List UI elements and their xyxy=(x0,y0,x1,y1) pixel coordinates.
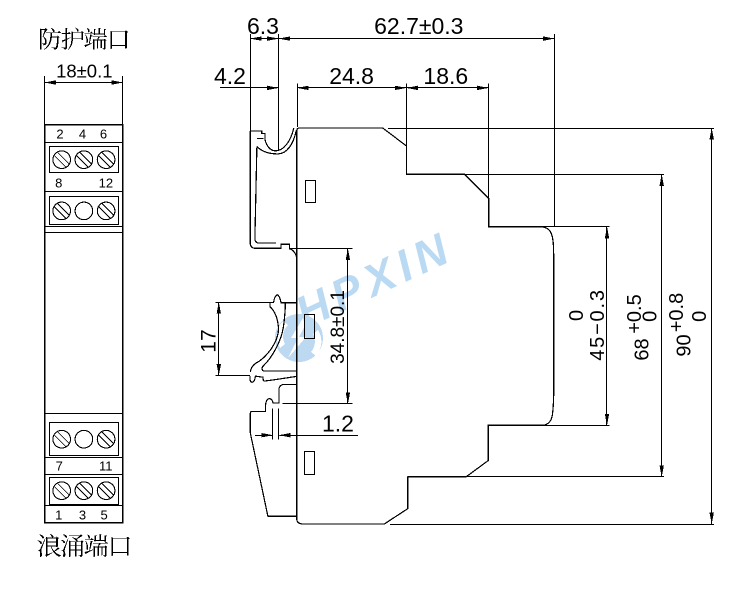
svg-text:18±0.1: 18±0.1 xyxy=(56,61,112,82)
svg-text:0: 0 xyxy=(689,311,711,322)
svg-text:5: 5 xyxy=(100,507,107,522)
svg-text:0: 0 xyxy=(566,310,588,321)
svg-text:1.2: 1.2 xyxy=(322,411,354,437)
svg-text:4.2: 4.2 xyxy=(214,63,246,89)
svg-text:6.3: 6.3 xyxy=(247,13,279,39)
svg-text:4: 4 xyxy=(79,127,86,142)
svg-text:2: 2 xyxy=(56,127,63,142)
svg-text:+0.8: +0.8 xyxy=(666,293,688,332)
svg-text:8: 8 xyxy=(55,175,62,190)
svg-text:3: 3 xyxy=(79,507,86,522)
svg-text:1: 1 xyxy=(55,507,62,522)
svg-text:34.8±0.1: 34.8±0.1 xyxy=(328,290,349,364)
svg-text:24.8: 24.8 xyxy=(329,63,374,89)
svg-text:0: 0 xyxy=(640,311,662,322)
svg-text:11: 11 xyxy=(99,459,113,474)
svg-text:18.6: 18.6 xyxy=(423,63,468,89)
svg-text:6: 6 xyxy=(100,127,107,142)
svg-text:+0.5: +0.5 xyxy=(624,294,646,333)
svg-text:17: 17 xyxy=(198,329,221,352)
svg-text:45−0.3: 45−0.3 xyxy=(587,288,609,361)
svg-text:7: 7 xyxy=(56,459,63,474)
svg-text:68: 68 xyxy=(631,338,653,360)
svg-text:12: 12 xyxy=(99,175,113,190)
svg-text:62.7±0.3: 62.7±0.3 xyxy=(374,13,463,39)
svg-text:90: 90 xyxy=(673,334,695,356)
